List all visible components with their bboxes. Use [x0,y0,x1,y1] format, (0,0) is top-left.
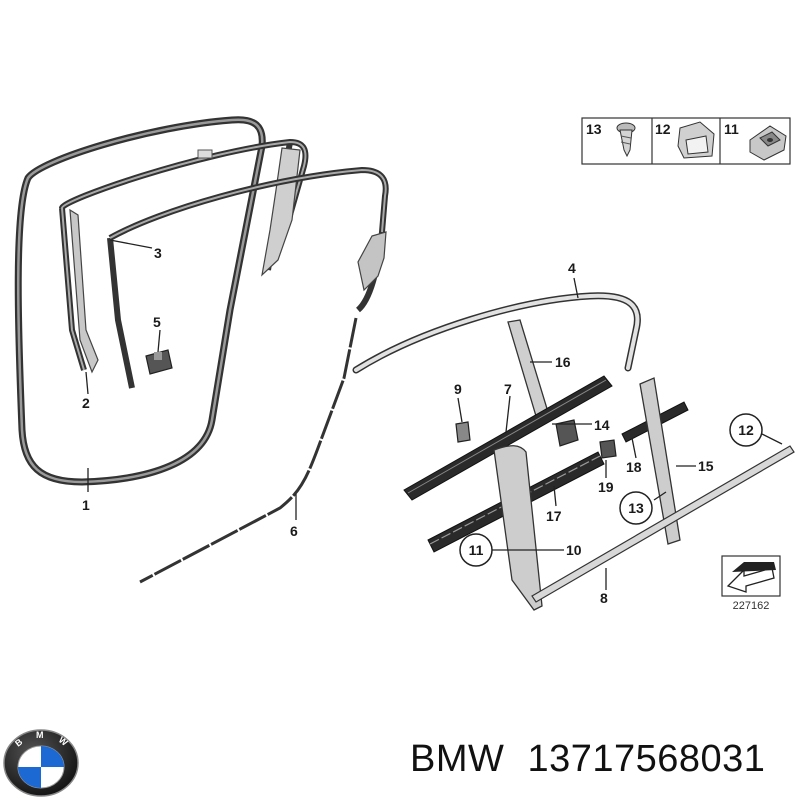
legend-label-12: 12 [655,121,671,137]
callout-12-circled: 12 [738,422,754,438]
callout-11-circled: 11 [469,542,484,558]
bmw-logo: B M W [3,729,79,797]
screw-icon [616,122,636,158]
part-4-roof-trim [352,292,641,374]
callout-3: 3 [154,245,162,261]
callout-10: 10 [566,542,582,558]
part-9-screw [455,421,471,443]
reference-number: 227162 [733,600,770,612]
nut-clip-icon [749,125,787,161]
part-7-belt-molding [403,375,613,501]
callout-13-circled: 13 [628,500,644,516]
callout-5: 5 [153,314,161,330]
callout-8: 8 [600,590,608,606]
caption-brand: BMW [410,738,505,780]
caption-part-number: 13717568031 [527,738,766,780]
part-15-pillar-cover [639,377,681,545]
part-16-pillar-trim [507,319,549,417]
part-19-clip [599,439,617,459]
callout-19: 19 [598,479,614,495]
callout-9: 9 [454,381,462,397]
reference-box: 227162 [721,555,781,612]
part-14-clip [555,419,579,447]
legend-label-11: 11 [724,121,739,137]
callout-16: 16 [555,354,571,370]
callout-17: 17 [546,508,562,524]
legend-label-13: 13 [586,121,602,137]
callout-15: 15 [698,458,714,474]
callout-4: 4 [568,260,576,276]
parts-legend-box: 13 12 11 [581,117,791,165]
callout-2: 2 [82,395,90,411]
logo-letter-m: M [36,730,44,740]
callout-1: 1 [82,497,90,513]
part-caption: BMW 13717568031 [410,738,765,781]
callout-6: 6 [290,523,298,539]
part-8-sill-trim [531,445,795,603]
leader-lines [85,239,783,590]
callout-7: 7 [504,381,512,397]
part-10-pillar-cover [493,445,543,611]
logo-letter-b: B [13,736,25,748]
callout-18: 18 [626,459,642,475]
edge-clip-icon [677,121,715,159]
callout-14: 14 [594,417,610,433]
part-6-lower-seal [139,317,358,584]
